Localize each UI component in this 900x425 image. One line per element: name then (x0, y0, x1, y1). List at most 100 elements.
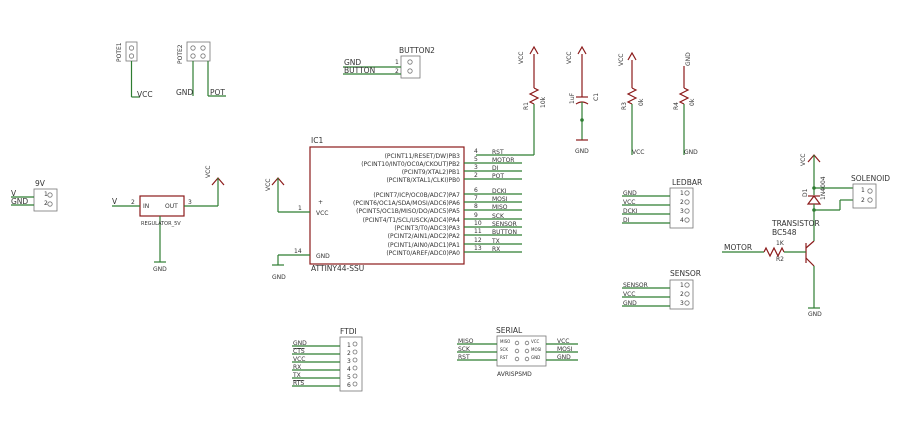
transistor-bc548[interactable]: TRANSISTOR BC548 GND (771, 219, 822, 318)
ic1-net-pot: POT (492, 173, 504, 180)
ic1-pin4: 4 (474, 148, 478, 155)
ftdi-tx-net: TX (292, 372, 301, 379)
r3-vcc-net: VCC (618, 54, 625, 66)
sensor-pin1: 1 (680, 282, 684, 289)
voltage-regulator[interactable]: V 2 3 IN OUT REGULATOR_5V VCC GND (112, 166, 225, 273)
nine-volt-gnd-net: GND (11, 197, 28, 206)
avrisp-gnd-pin: GND (531, 355, 540, 360)
d1-vcc-net: VCC (800, 154, 807, 166)
r3-vcc-bottom-net: VCC (632, 149, 644, 156)
serial-label: SERIAL (496, 326, 523, 335)
c1-label: C1 (593, 93, 600, 101)
ic1-pb3: (PCINT11/RESET/DW)PB3 (385, 153, 461, 160)
button2-pin2: 2 (395, 68, 399, 75)
ic1-pa5: (PCINT5/OC1B/MISO/DO/ADC5)PA5 (356, 208, 460, 215)
ledbar-gnd-net: GND (623, 190, 637, 197)
ic1-pb1: (PCINT9/XTAL2)PB1 (402, 169, 460, 176)
pote1-connector[interactable]: POTE1 VCC (116, 41, 153, 99)
ic1-pin1: 1 (298, 205, 302, 212)
r3-value: 0k (638, 98, 645, 106)
nine-volt-connector[interactable]: 9V V GND 1 2 (11, 179, 58, 212)
capacitor-c1[interactable]: VCC 1uF C1 GND (566, 45, 600, 155)
regulator-out-pin: OUT (165, 203, 178, 210)
sensor-pin2: 2 (680, 291, 684, 298)
resistor-r1[interactable]: VCC R1 10k (476, 45, 547, 156)
ledbar-connector[interactable]: LEDBAR GND VCC DCKI DI 1 2 3 4 (622, 178, 702, 229)
pote1-vcc-net: VCC (137, 90, 153, 99)
serial-avrisp-connector[interactable]: SERIAL AVRISPSMD MISO SCK RST VCC MOSI G… (457, 326, 578, 378)
serial-rst-net: RST (458, 354, 470, 361)
avrisp-miso-pin: MISO (500, 339, 510, 344)
r2-motor-net: MOTOR (724, 243, 752, 252)
solenoid-connector[interactable]: SOLENOID 1 2 (851, 174, 890, 209)
avrisp-rst-pin: RST (500, 355, 508, 360)
r4-value: 0k (689, 98, 696, 106)
button2-connector[interactable]: BUTTON2 GND BUTTON 1 2 (343, 46, 435, 79)
ftdi-pin5: 5 (347, 374, 351, 381)
r1-label: R1 (523, 102, 530, 110)
ic1-pin5: 5 (474, 156, 478, 163)
regulator-vcc-net: VCC (205, 166, 212, 178)
resistor-r4[interactable]: GND R4 0k GND (673, 52, 698, 156)
sensor-vcc-net: VCC (623, 291, 635, 298)
ftdi-connector[interactable]: FTDI GND CTS VCC RX TX RTS 1 2 3 4 5 6 (292, 327, 363, 392)
ic1-net-sck: SCK (492, 213, 505, 220)
ic1-attiny44[interactable]: IC1 ATTINY44-SSU VCC 1 14 GND + VCC GND … (265, 136, 522, 281)
sensor-label: SENSOR (670, 269, 701, 278)
d1-label: D1 (802, 188, 809, 197)
solenoid-pin1: 1 (861, 187, 865, 194)
r4-label: R4 (673, 102, 680, 110)
ftdi-rx-net: RX (293, 364, 301, 371)
ic1-net-button: BUTTON (492, 229, 517, 236)
sensor-connector[interactable]: SENSOR SENSOR VCC GND 1 2 3 (622, 269, 701, 310)
ic1-pin9: 9 (474, 212, 478, 219)
ic1-pb2: (PCINT10/INT0/OC0A/CKOUT)PB2 (361, 161, 460, 168)
serial-vcc-net: VCC (557, 338, 569, 345)
ftdi-vcc-net: VCC (293, 356, 305, 363)
junction-dot (812, 186, 816, 190)
ic1-pa0: (PCINT0/AREF/ADC0)PA0 (386, 250, 460, 257)
resistor-r3[interactable]: VCC R3 0k VCC (618, 51, 645, 156)
sensor-pin3: 3 (680, 300, 684, 307)
button2-gnd-net: GND (344, 58, 361, 67)
ftdi-gnd-net: GND (293, 340, 307, 347)
avrisp-sck-pin: SCK (500, 347, 508, 352)
transistor-value: BC548 (772, 228, 797, 237)
ic1-pa1: (PCINT1/AIN0/ADC1)PA1 (388, 242, 461, 249)
ic1-net-miso: MISO (492, 204, 508, 211)
pote2-gnd-net: GND (176, 88, 193, 97)
ic1-net-di: DI (492, 165, 499, 172)
ic1-pin10: 10 (474, 220, 482, 227)
ic1-pin8: 8 (474, 203, 478, 210)
serial-sck-net: SCK (458, 346, 471, 353)
ic1-pin12: 12 (474, 237, 482, 244)
ic1-pin3: 3 (474, 164, 478, 171)
pote2-label: POTE2 (177, 44, 184, 64)
pote2-pot-net: POT (210, 88, 225, 97)
solenoid-pin2: 2 (861, 197, 865, 204)
resistor-r2[interactable]: MOTOR 1K R2 (722, 240, 806, 263)
r2-label: R2 (776, 256, 784, 263)
ic1-net-mosi: MOSI (492, 196, 508, 203)
ic1-net-rst: RST (492, 149, 504, 156)
regulator-in-pin: IN (143, 203, 149, 210)
nine-volt-pin2: 2 (44, 200, 48, 207)
serial-miso-net: MISO (458, 338, 474, 345)
junction-dot (812, 208, 816, 212)
solenoid-label: SOLENOID (851, 174, 890, 183)
ic1-plus: + (318, 199, 323, 206)
nine-volt-pin1: 1 (44, 191, 48, 198)
ic1-net-rx: RX (492, 246, 500, 253)
ic1-pin13: 13 (474, 245, 482, 252)
ledbar-pin1: 1 (680, 190, 684, 197)
ledbar-di-net: DI (623, 217, 630, 224)
diode-d1[interactable]: VCC D1 1N4004 (800, 154, 853, 232)
r4-gnd-net: GND (685, 52, 692, 66)
pote2-connector[interactable]: POTE2 GND POT (176, 41, 226, 97)
sensor-sensor-net: SENSOR (623, 282, 648, 289)
nine-volt-label: 9V (35, 179, 46, 188)
nine-volt-v-net: V (11, 189, 17, 198)
ic1-pin11: 11 (474, 228, 482, 235)
button2-pin1: 1 (395, 59, 399, 66)
